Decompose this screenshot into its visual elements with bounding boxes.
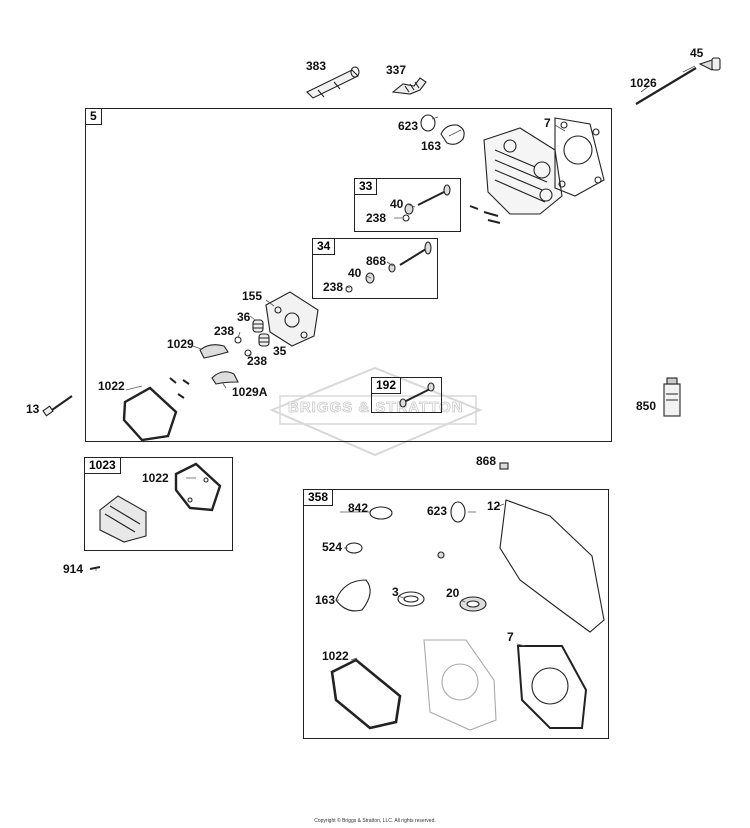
part-1026-push-rod — [635, 67, 697, 105]
part-1029-rocker-arm — [199, 344, 229, 359]
assembly-box-192 — [371, 377, 442, 413]
callout-524[interactable]: 524 — [322, 540, 343, 554]
callout-850[interactable]: 850 — [636, 399, 657, 413]
callout-1022[interactable]: 1022 — [322, 649, 349, 663]
callout-35[interactable]: 35 — [273, 344, 287, 358]
assembly-box-34 — [312, 238, 438, 299]
callout-163[interactable]: 163 — [421, 139, 442, 153]
box-label-1023[interactable]: 1023 — [84, 457, 121, 474]
callout-12[interactable]: 12 — [487, 499, 501, 513]
callout-1026[interactable]: 1026 — [630, 76, 657, 90]
part-842-seal — [369, 506, 393, 520]
part-1022-cover-gasket-3 — [330, 658, 402, 730]
callout-1029[interactable]: 1029 — [167, 337, 194, 351]
callout-13[interactable]: 13 — [26, 402, 40, 416]
callout-1022[interactable]: 1022 — [98, 379, 125, 393]
part-623-o-ring — [420, 114, 436, 132]
box-label-34[interactable]: 34 — [312, 238, 336, 255]
callout-40[interactable]: 40 — [390, 197, 404, 211]
part-868-fitting — [499, 462, 509, 470]
callout-20[interactable]: 20 — [446, 586, 460, 600]
callout-36[interactable]: 36 — [237, 310, 251, 324]
callout-238[interactable]: 238 — [214, 324, 235, 338]
callout-40[interactable]: 40 — [348, 266, 362, 280]
part-383-shaft — [306, 66, 360, 99]
part-cylinder-head — [483, 127, 563, 215]
part-13-bolt — [42, 395, 73, 417]
part-163-gasket-2 — [335, 579, 371, 612]
callout-163[interactable]: 163 — [315, 593, 336, 607]
part-623-o-ring-2 — [450, 501, 466, 523]
callout-1022[interactable]: 1022 — [142, 471, 169, 485]
assembly-box-358 — [303, 489, 609, 739]
part-1022-cover-gasket-2 — [174, 462, 222, 512]
part-337-spark-plug — [391, 77, 427, 95]
callout-7[interactable]: 7 — [544, 116, 551, 130]
callout-1029A[interactable]: 1029A — [232, 385, 268, 399]
part-head-gasket-grey — [423, 639, 497, 731]
callout-3[interactable]: 3 — [392, 585, 399, 599]
assembly-box-33 — [354, 178, 461, 232]
callout-238[interactable]: 238 — [247, 354, 268, 368]
part-163-gasket — [440, 124, 465, 145]
box-label-358[interactable]: 358 — [303, 489, 334, 506]
callout-238[interactable]: 238 — [323, 280, 344, 294]
assembly-box-5 — [85, 108, 612, 442]
part-1029A-rocker-arm — [211, 371, 239, 385]
box-label-33[interactable]: 33 — [354, 178, 378, 195]
part-45-bolt-head — [698, 57, 721, 71]
copyright-notice: Copyright © Briggs & Stratton, LLC. All … — [314, 818, 436, 824]
part-36-valve-springs — [252, 319, 270, 347]
part-155-rocker-housing — [265, 291, 319, 347]
callout-155[interactable]: 155 — [242, 289, 263, 303]
part-914-screw — [89, 566, 101, 570]
part-1023-valve-cover — [99, 495, 147, 543]
part-7-head-gasket — [554, 117, 605, 197]
callout-623[interactable]: 623 — [427, 504, 448, 518]
callout-868[interactable]: 868 — [366, 254, 387, 268]
part-7-head-gasket-2 — [516, 645, 588, 729]
callout-914[interactable]: 914 — [63, 562, 84, 576]
callout-238[interactable]: 238 — [366, 211, 387, 225]
callout-7[interactable]: 7 — [507, 630, 514, 644]
callout-45[interactable]: 45 — [690, 46, 704, 60]
box-label-5[interactable]: 5 — [85, 108, 102, 125]
part-524-ring — [345, 542, 363, 554]
callout-383[interactable]: 383 — [306, 59, 327, 73]
part-850-sealant-tube — [663, 377, 681, 417]
part-192-breather — [399, 382, 435, 408]
callout-623[interactable]: 623 — [398, 119, 419, 133]
watermark-text: BRIGGS & STRATTON — [288, 399, 464, 417]
part-3-seal — [397, 591, 425, 607]
callout-337[interactable]: 337 — [386, 63, 407, 77]
callout-868[interactable]: 868 — [476, 454, 497, 468]
part-12-crankcase-gasket — [499, 499, 605, 633]
part-small-plug — [437, 551, 445, 559]
box-label-192[interactable]: 192 — [371, 377, 402, 394]
part-1022-cover-gasket — [122, 386, 178, 442]
part-33-valve — [402, 184, 451, 222]
callout-842[interactable]: 842 — [348, 501, 369, 515]
assembly-box-1023 — [84, 457, 233, 551]
